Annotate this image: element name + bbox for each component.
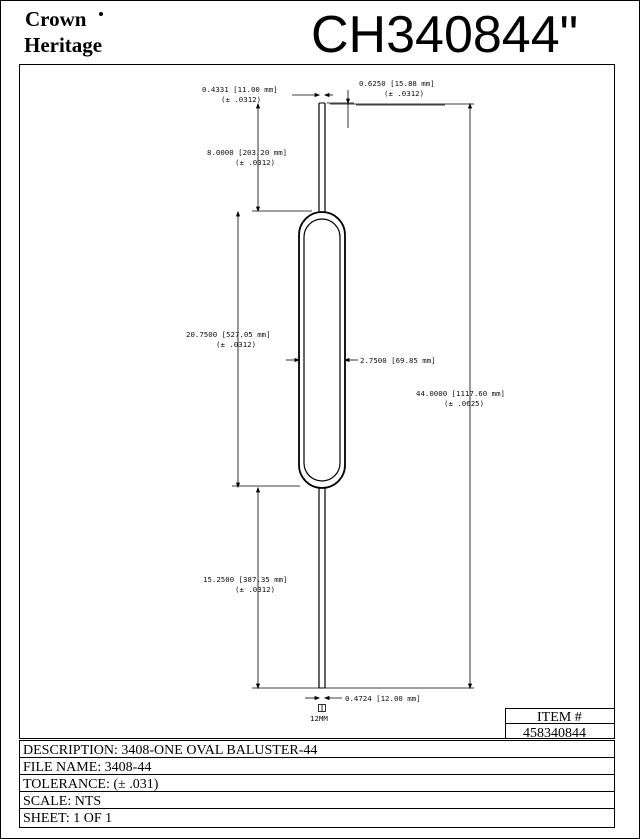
dim-lower-tol: (± .0312) xyxy=(235,585,275,594)
part-number: CH340844" xyxy=(311,6,578,64)
scale-row: SCALE: NTS xyxy=(23,794,101,809)
item-box: ITEM # 458340844 xyxy=(505,708,615,741)
dimension-lines xyxy=(232,90,474,712)
file-name-row: FILE NAME: 3408-44 xyxy=(23,760,151,775)
logo-line-2: Heritage xyxy=(24,33,102,57)
baluster-outline xyxy=(298,102,346,689)
logo-mark xyxy=(99,12,103,16)
dim-upper-tol: (± .0312) xyxy=(235,158,275,167)
dim-lower: 15.2500 [387.35 mm] xyxy=(203,575,288,584)
oval-inner xyxy=(303,218,341,482)
item-label: ITEM # xyxy=(537,710,582,725)
item-number: 458340844 xyxy=(523,726,586,741)
dim-overall-tol: (± .0625) xyxy=(444,399,484,408)
sheet-row: SHEET: 1 OF 1 xyxy=(23,811,112,826)
dim-top-width-tol: (± .0312) xyxy=(221,95,261,104)
oval-outer xyxy=(298,211,346,489)
dim-upper: 8.0000 [203.20 mm] xyxy=(207,148,287,157)
dim-oval-height: 20.7500 [527.05 mm] xyxy=(186,330,271,339)
dim-top-width: 0.4331 [11.00 mm] xyxy=(202,85,278,94)
tolerance-row: TOLERANCE: (± .031) xyxy=(23,777,159,792)
drawing-frame xyxy=(19,64,615,739)
dim-bottom-section: 12MM xyxy=(310,714,328,723)
logo-line-1: Crown xyxy=(25,7,87,31)
dim-top-cap: 0.6250 [15.88 mm] xyxy=(359,79,435,88)
dim-bottom-width: 0.4724 [12.00 mm] xyxy=(345,694,421,703)
dim-top-cap-tol: (± .0312) xyxy=(384,89,424,98)
dim-overall: 44.0000 [1117.60 mm] xyxy=(416,389,505,398)
crown-heritage-logo: Crown Heritage xyxy=(24,7,103,57)
description-row: DESCRIPTION: 3408-ONE OVAL BALUSTER-44 xyxy=(23,743,317,758)
dim-oval-height-tol: (± .0312) xyxy=(216,340,256,349)
title-block: DESCRIPTION: 3408-ONE OVAL BALUSTER-44 F… xyxy=(19,740,615,828)
dim-oval-width: 2.7500 [69.85 mm] xyxy=(360,356,436,365)
